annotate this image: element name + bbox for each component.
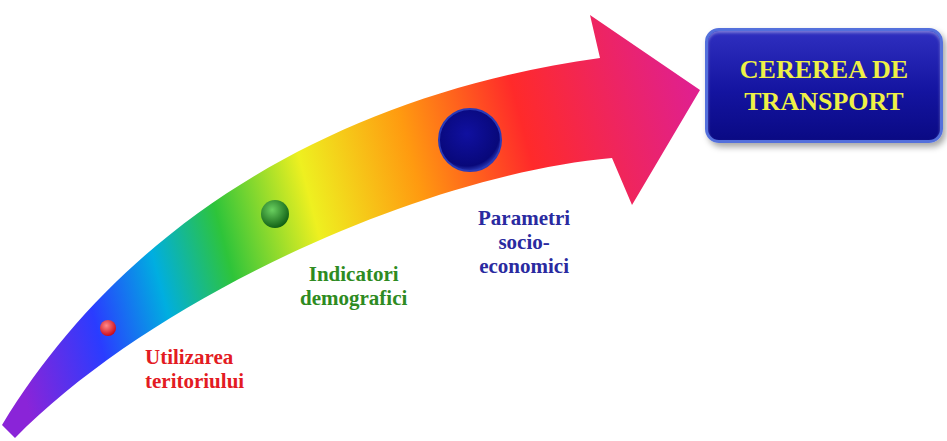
blue-dot <box>439 109 501 171</box>
red-dot <box>100 320 116 336</box>
demographic-label: Indicatori demografici <box>300 262 407 310</box>
territory-label: Utilizarea teritoriului <box>145 345 244 393</box>
box-title: CEREREA DE TRANSPORT <box>708 54 940 116</box>
green-dot <box>261 200 289 228</box>
rainbow-arrow <box>2 15 700 438</box>
result-box: CEREREA DE TRANSPORT <box>705 28 943 143</box>
socioeconomic-label: Parametri socio-economici <box>478 206 570 278</box>
